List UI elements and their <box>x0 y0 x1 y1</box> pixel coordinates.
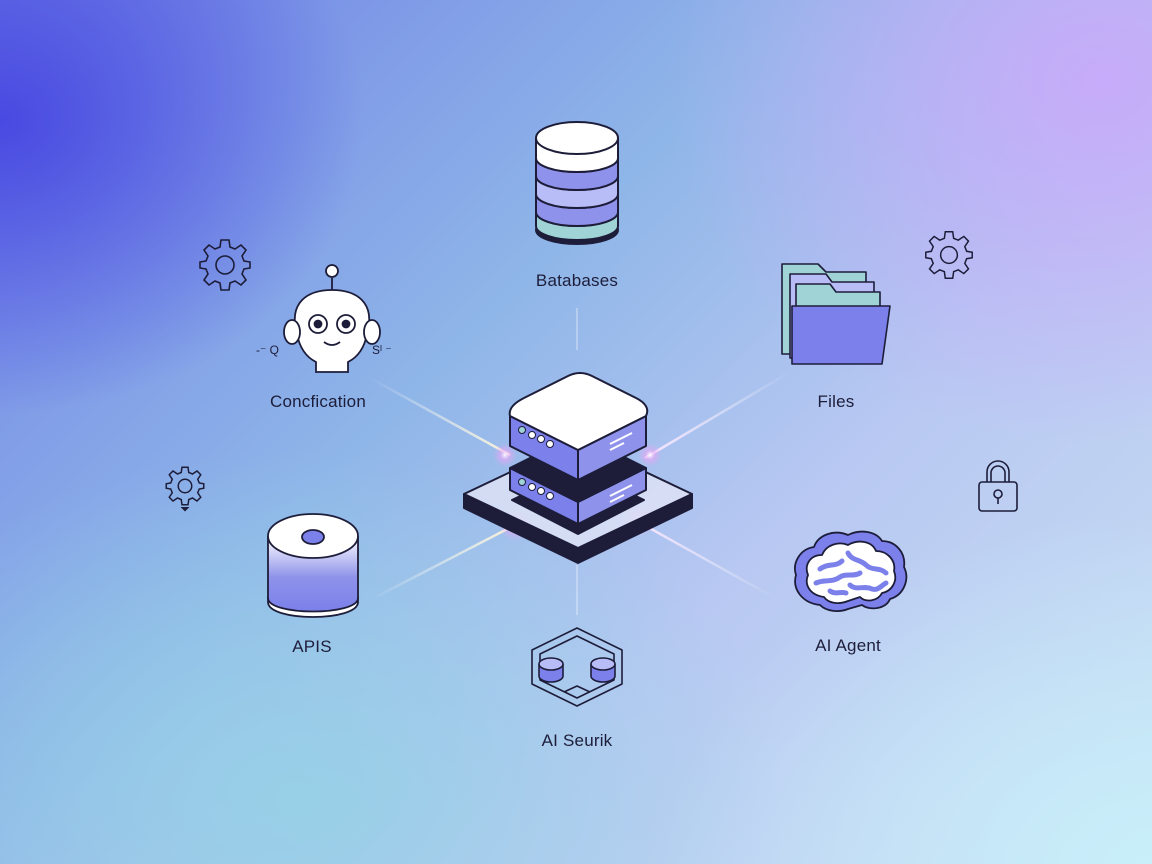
files-label: Files <box>817 392 855 411</box>
files-node <box>778 260 896 370</box>
connector-bottom-right <box>634 518 776 600</box>
ai-agent-label: AI Agent <box>815 636 881 655</box>
robot-side-mark-left: -⁻ Q <box>256 343 279 357</box>
robot-icon <box>283 264 381 373</box>
gear-icon <box>925 231 973 279</box>
configuration-label: Concfication <box>270 392 366 411</box>
gear-icon-top-right <box>923 229 975 281</box>
apis-node <box>264 512 362 624</box>
brain-icon <box>794 530 908 612</box>
connector-top-right <box>644 370 791 460</box>
connector-bottom-left <box>369 523 516 602</box>
ai-service-label: AI Seurik <box>541 731 613 750</box>
databases-label: Batabases <box>535 271 619 290</box>
folder-icon <box>781 263 891 365</box>
chip-icon <box>531 627 623 707</box>
lock-icon-node <box>976 456 1020 514</box>
gear-icon-top-left <box>197 237 253 293</box>
gear-icon <box>165 466 205 512</box>
apis-label: APIS <box>292 637 332 656</box>
connector-top-left <box>369 376 511 457</box>
gear-icon-left <box>164 465 206 513</box>
database-node <box>530 118 624 250</box>
database-icon <box>535 121 619 245</box>
ai-agent-node <box>790 527 910 613</box>
server-icon <box>463 372 693 564</box>
lock-icon <box>978 460 1018 512</box>
server-node <box>460 368 696 566</box>
gear-icon <box>199 239 251 291</box>
ai-service-node <box>524 624 630 718</box>
robot-node <box>252 262 412 374</box>
api-cylinder-icon <box>267 513 359 618</box>
robot-side-mark-right: Sᴵ ⁻ <box>372 343 392 357</box>
